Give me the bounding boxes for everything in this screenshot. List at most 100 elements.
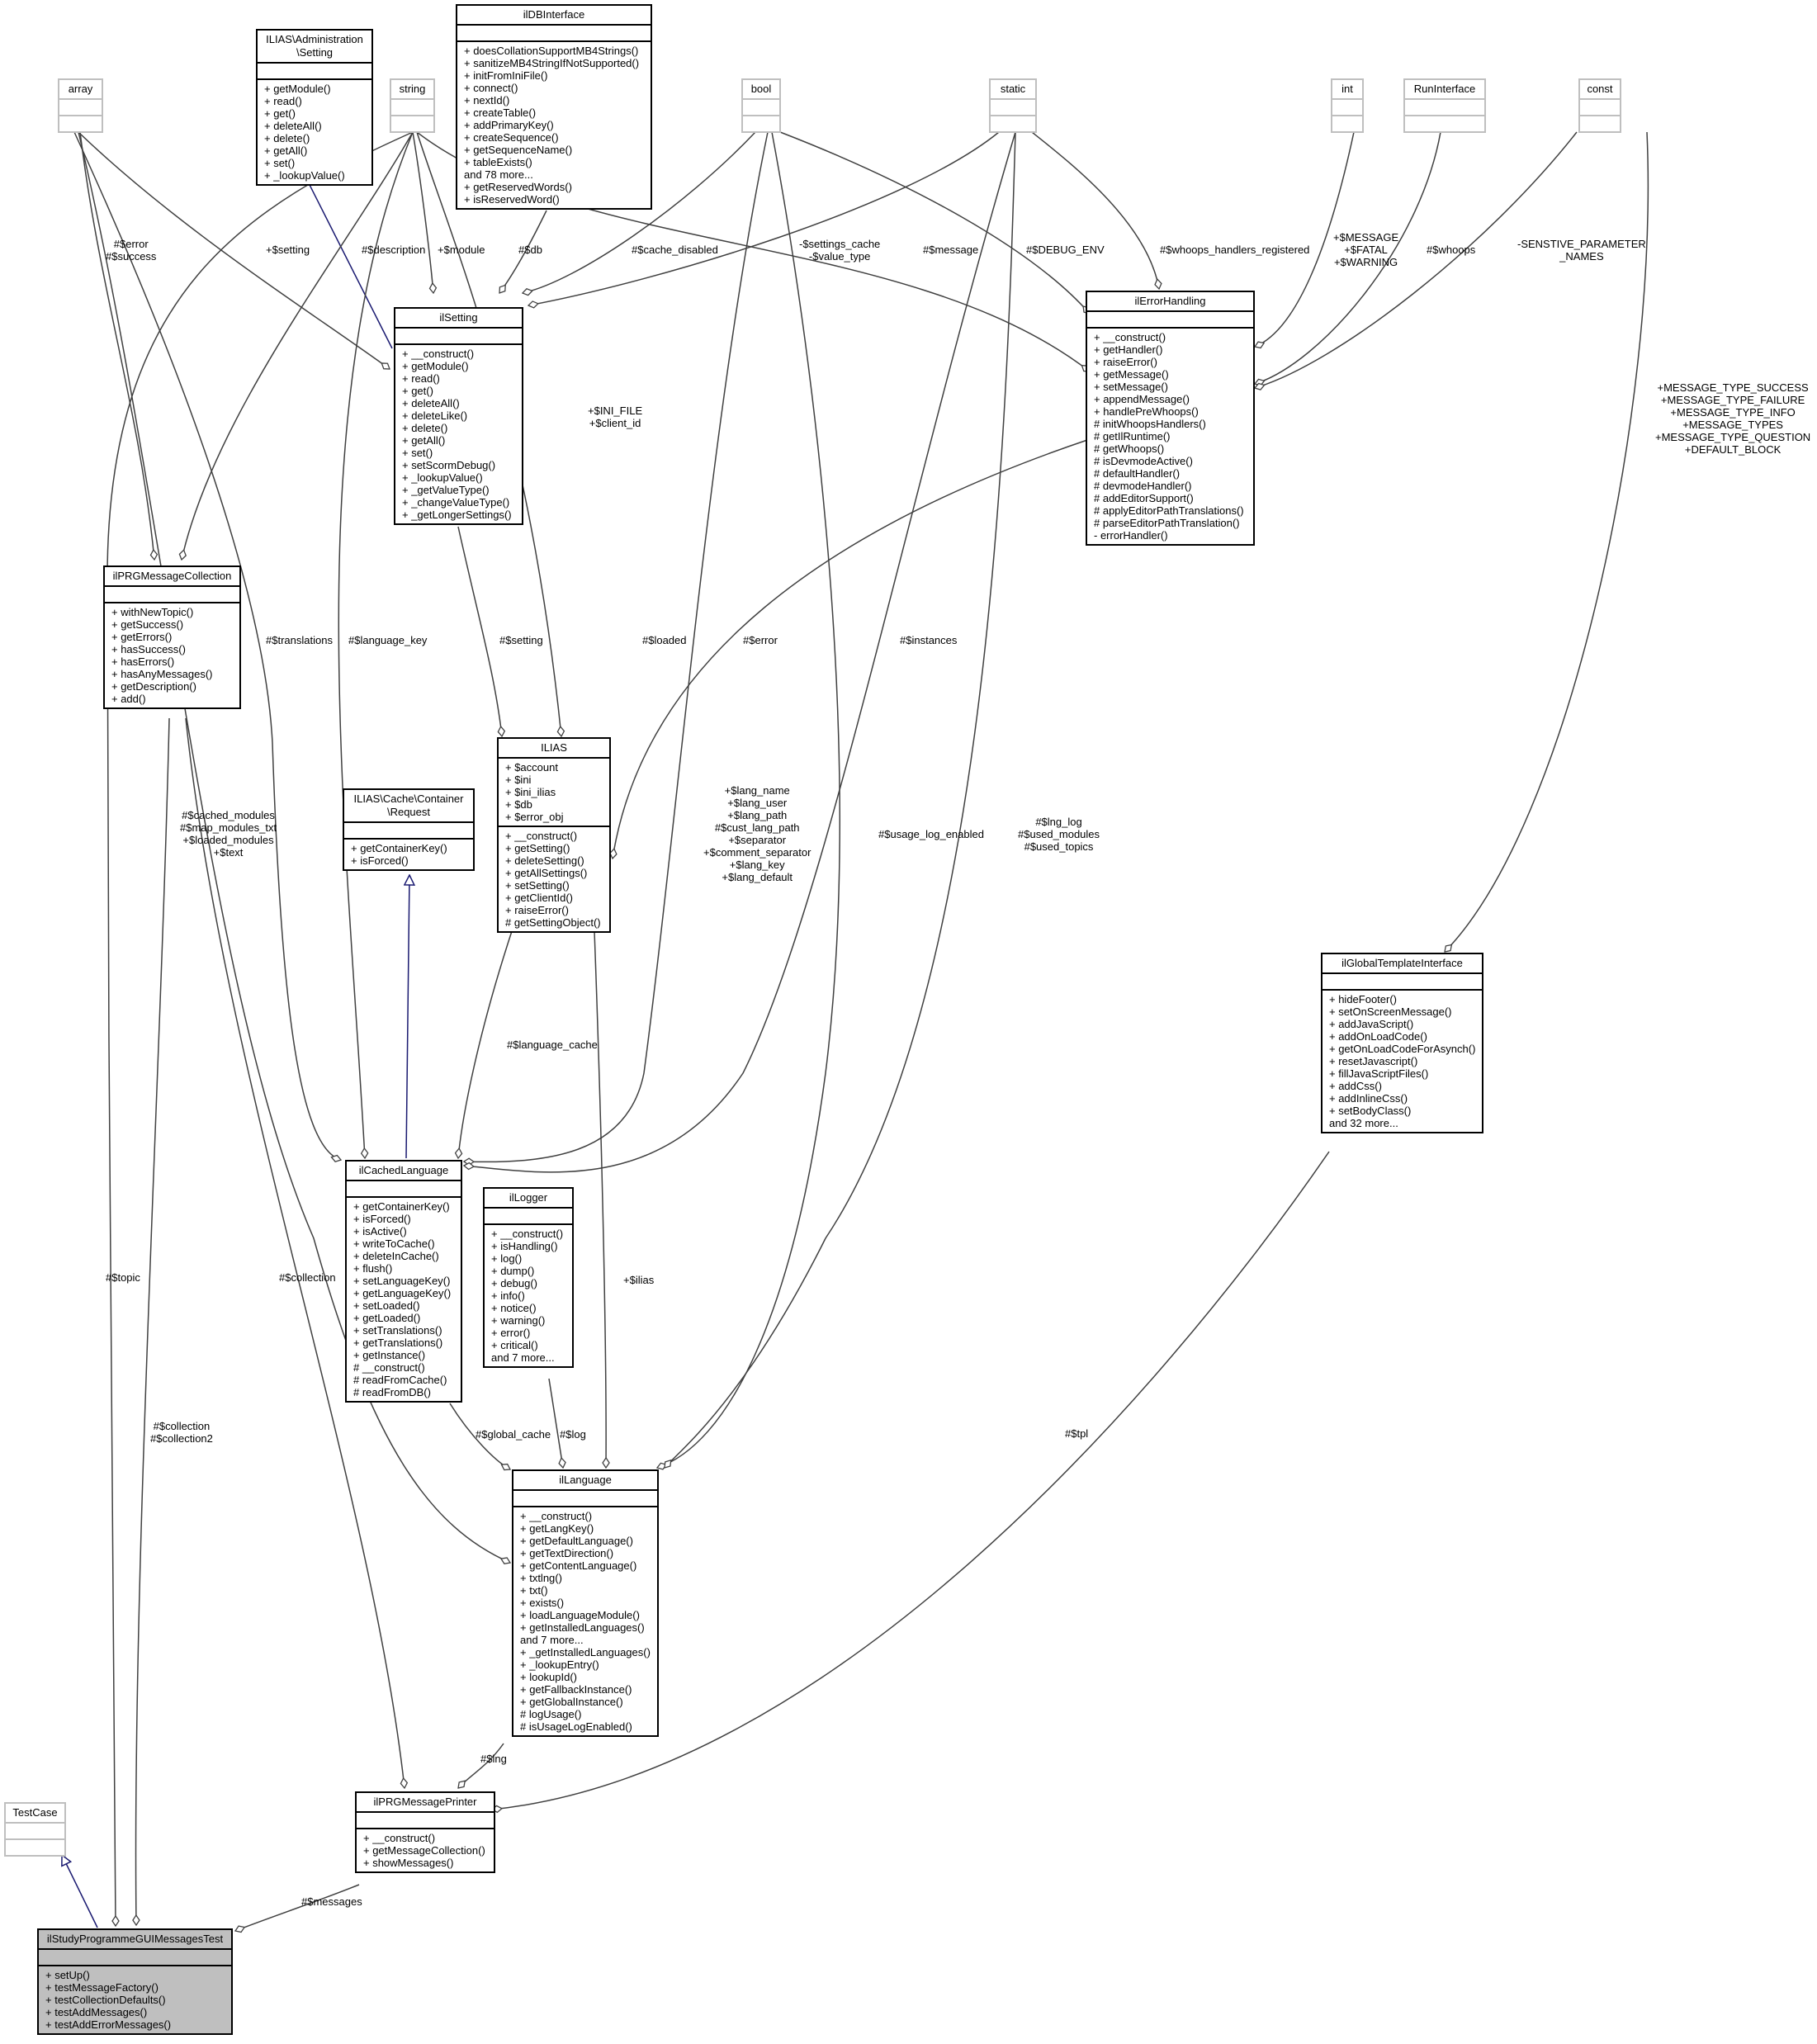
attribute-entry: + $ini (505, 774, 532, 786)
type-const[interactable]: const (1578, 78, 1621, 133)
type-int[interactable]: int (1331, 78, 1364, 133)
method-entry: + __construct() (505, 830, 578, 842)
type-string[interactable]: string (390, 78, 435, 133)
type-runinterface[interactable]: RunInterface (1403, 78, 1486, 133)
method-entry: # devmodeHandler() (1094, 480, 1192, 492)
method-entry: + writeToCache() (353, 1237, 435, 1250)
method-entry: + doesCollationSupportMB4Strings() (464, 45, 639, 57)
attributes-section (457, 24, 651, 40)
methods-section: + getModule()+ read()+ get()+ deleteAll(… (258, 78, 371, 184)
method-entry: and 78 more... (464, 168, 533, 181)
edge-static-setting (528, 131, 1000, 305)
attributes-section (105, 585, 239, 602)
method-entry: + setUp() (45, 1969, 90, 1981)
method-entry: # addEditorSupport() (1094, 492, 1194, 504)
method-entry: + getModule() (264, 83, 331, 95)
attributes-section (6, 1822, 64, 1838)
method-entry: + isForced() (353, 1213, 411, 1225)
edge-label-loaded: #$loaded (642, 634, 687, 646)
class-setting[interactable]: ilSetting+ __construct()+ getModule()+ r… (394, 307, 523, 525)
edge-label-module: +$module (438, 244, 485, 256)
method-entry: + _getInstalledLanguages() (520, 1646, 651, 1658)
type-static[interactable]: static (989, 78, 1037, 133)
method-entry: + isForced() (351, 854, 409, 867)
class-name: bool (750, 83, 772, 95)
type-bool[interactable]: bool (741, 78, 781, 133)
method-entry: + getAll() (264, 144, 308, 157)
method-entry: + fillJavaScriptFiles() (1329, 1067, 1429, 1080)
edge-label-translations: #$translations (266, 634, 333, 646)
class-printer[interactable]: ilPRGMessagePrinter+ __construct()+ getM… (355, 1791, 495, 1873)
attributes-section (743, 98, 779, 115)
method-entry: + __construct() (491, 1228, 564, 1240)
method-entry: + sanitizeMB4StringIfNotSupported() (464, 57, 640, 69)
edge-logger-language (548, 1378, 563, 1468)
class-cachedlanguage[interactable]: ilCachedLanguage + getContainerKey()+ isF… (345, 1160, 462, 1403)
class-errorhandling[interactable]: ilErrorHandling+ __construct()+ getHandl… (1086, 291, 1255, 546)
method-entry: # defaultHandler() (1094, 467, 1181, 480)
methods-section: + getContainerKey()+ isForced() (344, 838, 473, 869)
method-entry: + _getValueType() (402, 484, 490, 496)
method-entry: + dump() (491, 1265, 535, 1277)
method-entry: + getMessage() (1094, 368, 1169, 381)
methods-section (1405, 115, 1484, 131)
edge-label-cached-modules: #$cached_modules #$map_modules_txt +$loa… (180, 809, 277, 859)
edge-cached-language (449, 1403, 510, 1469)
class-logger[interactable]: ilLogger+ __construct()+ isHandling()+ l… (483, 1187, 574, 1368)
edge-label-db: #$db (518, 244, 542, 256)
method-entry: + error() (491, 1327, 531, 1339)
class-collection[interactable]: ilPRGMessageCollection+ withNewTopic()+ … (103, 565, 241, 709)
class-name: static (1000, 83, 1026, 95)
attributes-section (357, 1811, 494, 1828)
methods-section: + __construct()+ getMessageCollection()+… (357, 1828, 494, 1871)
method-entry: + deleteInCache() (353, 1250, 439, 1262)
class-template[interactable]: ilGlobalTemplateInterface+ hideFooter()+… (1321, 953, 1483, 1133)
method-entry: + setBodyClass() (1329, 1105, 1412, 1117)
edge-ilias-cached (458, 930, 513, 1158)
method-entry: + initFromIniFile() (464, 69, 548, 82)
method-entry: # getSettingObject() (505, 916, 601, 929)
method-entry: + read() (402, 372, 440, 385)
method-entry: + createSequence() (464, 131, 559, 144)
method-entry: + getAll() (402, 434, 446, 447)
method-entry: + set() (402, 447, 433, 459)
edge-const-errorhandling (1255, 131, 1578, 388)
method-entry: + warning() (491, 1314, 546, 1327)
method-entry: + _lookupValue() (402, 471, 483, 484)
edge-label-setting-admin: +$setting (266, 244, 310, 256)
class-name: ilCachedLanguage (358, 1164, 449, 1176)
class-ilias[interactable]: ILIAS+ $account+ $ini+ $ini_ilias+ $db+ … (497, 737, 611, 933)
class-request[interactable]: ILIAS\Cache\Container \Request+ getConta… (343, 788, 475, 871)
method-entry: + appendMessage() (1094, 393, 1190, 405)
method-entry: + __construct() (363, 1832, 436, 1844)
edge-label-whoops-registered: #$whoops_handlers_registered (1160, 244, 1310, 256)
class-name: int (1341, 83, 1353, 95)
method-entry: # readFromCache() (353, 1374, 447, 1386)
attributes-section (347, 1180, 461, 1196)
method-entry: + testAddMessages() (45, 2006, 148, 2018)
class-name: ilLogger (509, 1191, 548, 1204)
class-messagestest[interactable]: ilStudyProgrammeGUIMessagesTest+ setUp()… (37, 1928, 233, 2035)
method-entry: + getInstance() (353, 1349, 426, 1361)
edge-label-sensitive: -SENSTIVE_PARAMETER _NAMES (1517, 238, 1646, 263)
type-array[interactable]: array (58, 78, 103, 133)
methods-section (1580, 115, 1620, 131)
class-language[interactable]: ilLanguage+ __construct()+ getLangKey()+… (512, 1469, 659, 1737)
class-name: ilLanguage (559, 1474, 612, 1486)
class-dbinterface[interactable]: ilDBInterface+ doesCollationSupportMB4St… (456, 4, 652, 210)
method-entry: + getSetting() (505, 842, 570, 854)
attributes-section (39, 1948, 231, 1965)
method-entry: + _changeValueType() (402, 496, 510, 509)
edge-dbinterface-setting (499, 210, 547, 293)
methods-section: + getContainerKey()+ isForced()+ isActiv… (347, 1196, 461, 1401)
class-adminsetting[interactable]: ILIAS\Administration \Setting+ getModule… (256, 29, 373, 186)
method-entry: + getOnLoadCodeForAsynch() (1329, 1043, 1476, 1055)
class-name: array (68, 83, 93, 95)
method-entry: # getIlRuntime() (1094, 430, 1171, 442)
method-entry: + isHandling() (491, 1240, 558, 1252)
class-testcase[interactable]: TestCase (4, 1802, 66, 1857)
edge-bool-cached (464, 131, 769, 1162)
method-entry: + flush() (353, 1262, 393, 1275)
edge-label-log: #$log (560, 1428, 586, 1441)
